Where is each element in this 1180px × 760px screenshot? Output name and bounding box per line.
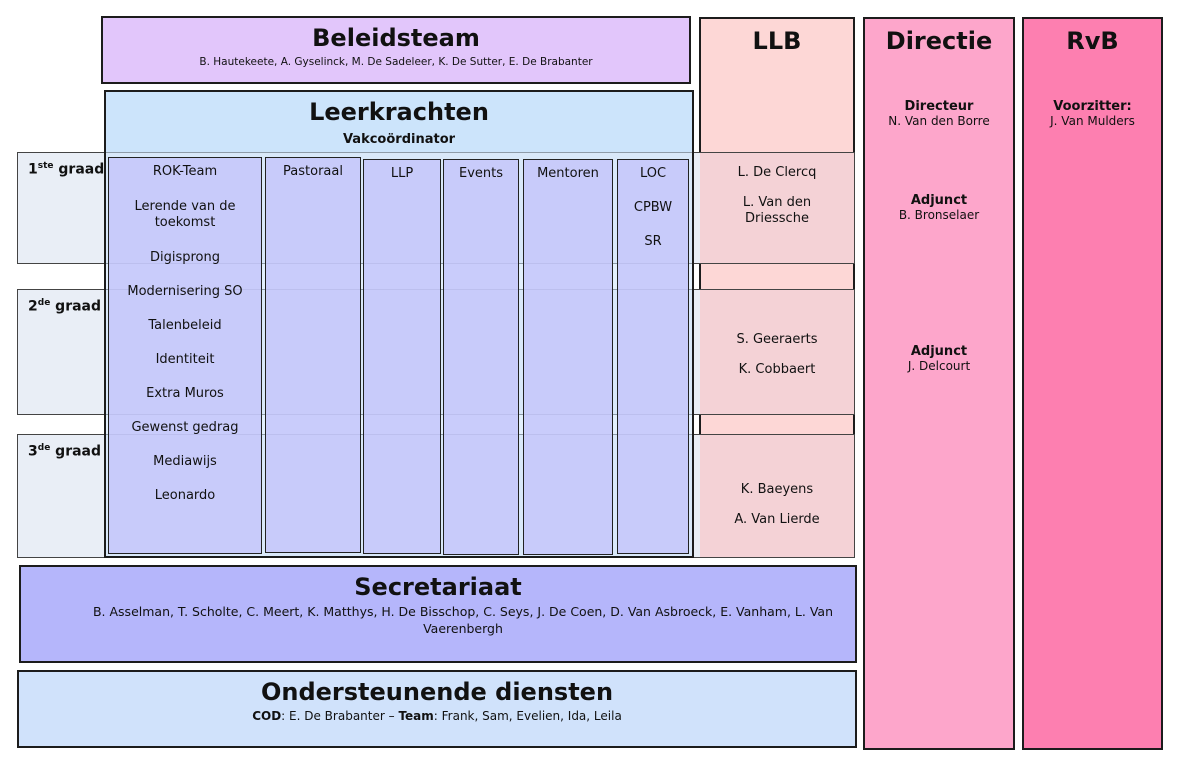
column-title: Mentoren — [537, 166, 599, 181]
leerkrachten-title-overlay: Leerkrachten — [309, 98, 489, 126]
ondersteunend-box: Ondersteunende diensten COD: E. De Braba… — [17, 670, 857, 748]
leerkrachten-subtitle-overlay: Vakcoördinator — [342, 132, 456, 147]
directie-name: B. Bronselaer — [898, 208, 980, 222]
beleidsteam-box: Beleidsteam B. Hautekeete, A. Gyselinck,… — [101, 16, 691, 84]
rok-item: Modernisering SO — [127, 284, 243, 299]
column-events: Events — [443, 159, 519, 555]
directie-name: J. Delcourt — [907, 359, 971, 373]
llb-name: L. Van den Driessche — [742, 195, 812, 226]
llb-grade-2-area — [700, 290, 854, 414]
llb-grade-3-area — [700, 435, 854, 557]
column-mentoren: Mentoren — [523, 159, 613, 555]
column-llp: LLP — [363, 159, 441, 554]
directie-column: Directie Directeur N. Van den Borre Adju… — [863, 17, 1015, 750]
grade-label: 1ste graad — [28, 161, 104, 178]
grade-suffix: de — [37, 298, 51, 308]
secretariaat-title: Secretariaat — [354, 573, 522, 601]
column-title: Pastoraal — [283, 164, 343, 179]
grade-suffix: ste — [37, 161, 54, 171]
column-loc: LOC CPBW SR — [617, 159, 689, 554]
column-title: LLP — [390, 166, 414, 181]
beleidsteam-members: B. Hautekeete, A. Gyselinck, M. De Sadel… — [199, 56, 593, 68]
rok-item: Talenbeleid — [148, 318, 222, 333]
grade-suffix: de — [37, 443, 51, 453]
grade-word: graad — [58, 161, 105, 178]
loc-item: SR — [644, 234, 662, 249]
grade-word: graad — [55, 443, 102, 460]
directie-role: Adjunct — [910, 193, 968, 208]
column-pastoraal: Pastoraal — [265, 157, 361, 553]
llb-name: L. De Clercq — [737, 165, 817, 180]
directie-title: Directie — [885, 27, 993, 55]
rvb-name: J. Van Mulders — [1050, 114, 1135, 128]
rok-item: Digisprong — [149, 250, 220, 265]
rok-item: Gewenst gedrag — [131, 420, 239, 435]
column-title: Events — [458, 166, 503, 181]
directie-role: Directeur — [904, 99, 974, 114]
llb-name: A. Van Lierde — [734, 512, 820, 527]
grade-label: 3de graad — [28, 443, 101, 460]
rvb-entry: Voorzitter: J. Van Mulders — [1028, 99, 1157, 128]
secretariaat-members: B. Asselman, T. Scholte, C. Meert, K. Ma… — [92, 604, 834, 636]
directie-entry: Adjunct B. Bronselaer — [869, 193, 1009, 222]
directie-name: N. Van den Borre — [888, 114, 990, 128]
team-value: : Frank, Sam, Evelien, Ida, Leila — [433, 709, 622, 723]
grade-word: graad — [55, 298, 102, 315]
llb-name: K. Baeyens — [740, 482, 814, 497]
rvb-role: Voorzitter: — [1053, 99, 1132, 114]
llb-name: S. Geeraerts — [736, 332, 818, 347]
rok-item: Leonardo — [154, 488, 216, 503]
rok-item: Extra Muros — [146, 386, 224, 401]
llb-title: LLB — [752, 27, 802, 55]
directie-entry: Directeur N. Van den Borre — [869, 99, 1009, 128]
column-title: LOC — [639, 166, 667, 181]
ondersteunend-details: COD: E. De Brabanter – Team: Frank, Sam,… — [19, 709, 855, 723]
team-label: Team — [398, 709, 434, 723]
directie-entry: Adjunct J. Delcourt — [869, 344, 1009, 373]
beleidsteam-title: Beleidsteam — [312, 24, 480, 52]
llb-grade-1-area — [700, 153, 854, 263]
directie-role: Adjunct — [910, 344, 968, 359]
cod-value: : E. De Brabanter – — [281, 709, 399, 723]
rvb-column: RvB Voorzitter: J. Van Mulders — [1022, 17, 1163, 750]
rok-item: Mediawijs — [153, 454, 217, 469]
llb-name: K. Cobbaert — [738, 362, 816, 377]
grade-label: 2de graad — [28, 298, 101, 315]
column-rok-team: ROK-Team Lerende van de toekomst Digispr… — [108, 157, 262, 554]
grade-number: 2 — [28, 298, 38, 315]
rvb-title: RvB — [1066, 27, 1119, 55]
grade-number: 1 — [28, 161, 38, 178]
ondersteunend-title: Ondersteunende diensten — [260, 678, 614, 706]
cod-label: COD — [252, 709, 282, 723]
loc-item: CPBW — [633, 200, 673, 215]
rok-item: Lerende van de toekomst — [134, 199, 236, 230]
rok-item: Identiteit — [155, 352, 215, 367]
grade-number: 3 — [28, 443, 38, 460]
leerkrachten-header-bg — [106, 92, 692, 152]
secretariaat-box: Secretariaat B. Asselman, T. Scholte, C.… — [19, 565, 857, 663]
column-title: ROK-Team — [152, 164, 218, 179]
